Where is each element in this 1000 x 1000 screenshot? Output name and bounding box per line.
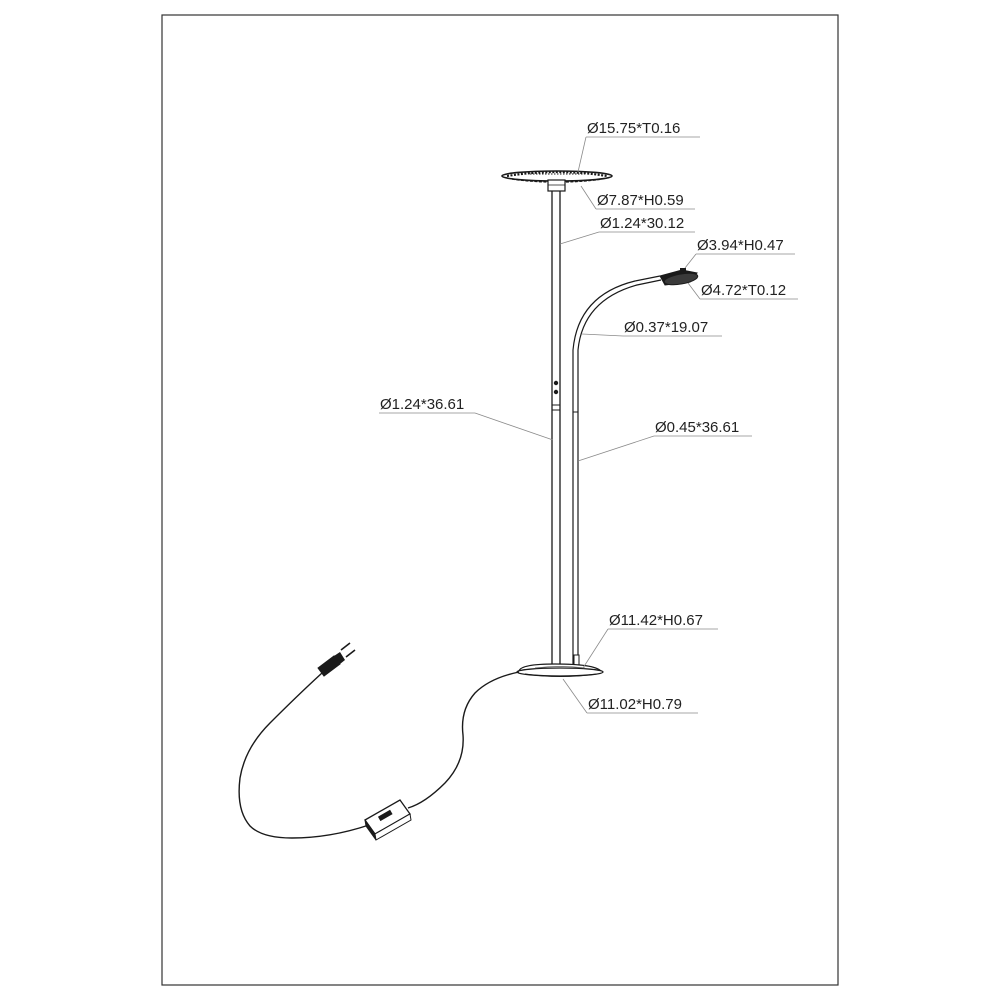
dimmer-button-icon [553, 389, 559, 395]
dim-label-gooseneck: Ø0.37*19.07 [624, 319, 708, 336]
drawing-frame [161, 14, 839, 986]
dim-callout-lower-pole: Ø1.24*36.61 [379, 396, 554, 441]
shade-perforation-pattern [506, 170, 608, 178]
floor-lamp [238, 170, 699, 841]
inline-switch [364, 799, 412, 841]
dim-label-base-bottom: Ø11.02*H0.79 [588, 696, 682, 713]
dimension-callouts: Ø15.75*T0.16 Ø7.87*H0.59 Ø1.24*30.12 Ø3.… [379, 120, 798, 714]
dim-callout-reading-disc: Ø4.72*T0.12 [687, 282, 798, 300]
power-plug-icon [317, 642, 356, 677]
shade-hub [547, 179, 566, 192]
dim-callout-base-top: Ø11.42*H0.67 [582, 612, 718, 669]
dim-callout-top-shade: Ø15.75*T0.16 [577, 120, 700, 173]
top-shade [501, 170, 613, 192]
main-pole [551, 191, 561, 665]
dim-callout-upper-pole: Ø1.24*30.12 [559, 215, 695, 245]
dim-callout-base-bottom: Ø11.02*H0.79 [562, 678, 698, 714]
dim-callout-gooseneck: Ø0.37*19.07 [581, 319, 722, 337]
lamp-base [516, 663, 604, 677]
dim-label-base-top: Ø11.42*H0.67 [609, 612, 703, 629]
reading-arm-pole [572, 411, 580, 668]
dim-label-reading-disc: Ø4.72*T0.12 [701, 282, 786, 299]
dim-label-reading-head: Ø3.94*H0.47 [697, 237, 784, 254]
dim-label-upper-pole: Ø1.24*30.12 [600, 215, 684, 232]
power-cord [238, 642, 520, 841]
dim-label-lower-pole: Ø1.24*36.61 [380, 396, 464, 413]
dim-label-reading-pole: Ø0.45*36.61 [655, 419, 739, 436]
dimmer-button-icon [553, 380, 559, 386]
dim-label-shade-hub: Ø7.87*H0.59 [597, 192, 684, 209]
dim-callout-shade-hub: Ø7.87*H0.59 [580, 185, 695, 210]
dim-label-top-shade: Ø15.75*T0.16 [587, 120, 680, 137]
dim-callout-reading-head: Ø3.94*H0.47 [684, 237, 795, 269]
reading-head [659, 268, 699, 286]
dim-callout-reading-pole: Ø0.45*36.61 [577, 419, 752, 462]
gooseneck-arm [572, 275, 662, 412]
